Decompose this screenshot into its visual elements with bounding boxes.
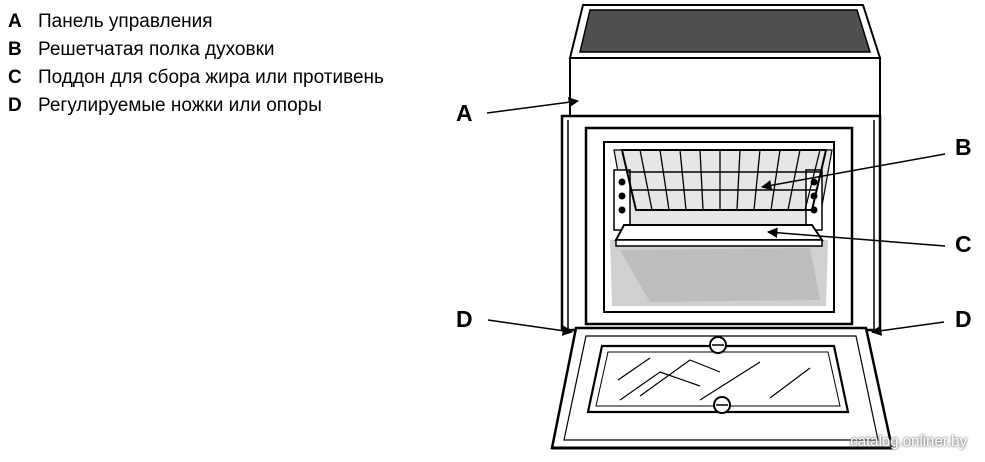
wire-rack (620, 149, 828, 211)
callout-b: B (955, 134, 972, 160)
legend-key: B (8, 39, 22, 60)
leader-a (486, 97, 580, 114)
legend-text: Регулируемые ножки или опоры (38, 95, 322, 116)
callout-c: C (955, 231, 972, 257)
oven-top (568, 4, 882, 59)
leader-b (760, 153, 946, 191)
legend: A Панель управления B Решетчатая полка дух… (8, 8, 384, 120)
leader-lines (486, 97, 946, 336)
legend-item-c: C Поддон для сбора жира или противень (8, 64, 384, 92)
drip-pan (614, 224, 824, 247)
legend-key: A (8, 11, 22, 32)
legend-item-a: A Панель управления (8, 8, 384, 36)
legend-key: D (8, 95, 22, 116)
callout-d-right: D (955, 306, 972, 332)
leader-d-left (487, 319, 574, 336)
callout-a: A (456, 100, 473, 126)
legend-text: Поддон для сбора жира или противень (38, 67, 384, 88)
legend-text: Панель управления (38, 11, 213, 32)
legend-item-b: B Решетчатая полка духовки (8, 36, 384, 64)
leader-d-right (870, 321, 945, 336)
legend-text: Решетчатая полка духовки (38, 39, 275, 60)
oven-door (550, 326, 894, 450)
leader-c (766, 227, 946, 247)
callout-d-left: D (456, 306, 473, 332)
control-panel (569, 57, 881, 117)
legend-key: C (8, 67, 22, 88)
legend-item-d: D Регулируемые ножки или опоры (8, 92, 384, 120)
watermark: catalog.onliner.by (850, 433, 967, 450)
